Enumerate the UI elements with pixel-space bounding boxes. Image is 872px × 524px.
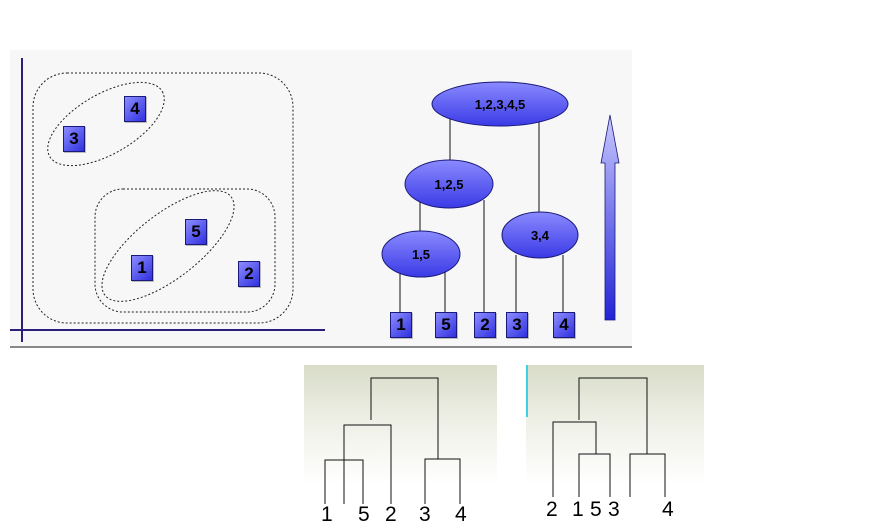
inner-cluster-outline: [94, 188, 276, 313]
dendrogram-variant-a: 1 5 2 3 4: [304, 365, 497, 524]
dendrogram-lines: [399, 118, 564, 313]
scatter-point-4: 4: [124, 96, 146, 122]
panel-b-edge-mark: [526, 365, 528, 417]
merge-direction-arrow: [600, 114, 620, 321]
cluster-1-5-outline: [101, 190, 235, 302]
node-1-5: [381, 230, 461, 278]
leaf-label-a-2: 5: [358, 503, 370, 524]
leaf-label-b-3: 5: [590, 498, 602, 521]
leaf-4: 4: [553, 312, 575, 338]
scatter-point-3: 3: [63, 126, 85, 152]
leaf-3: 3: [506, 312, 528, 338]
leaf-label-a-4: 3: [419, 503, 431, 524]
node-1-2-5-label: 1,2,5: [435, 177, 464, 192]
outer-cluster-outline: [32, 72, 294, 324]
node-1-2-5: [404, 159, 494, 209]
node-root-label: 1,2,3,4,5: [475, 97, 526, 112]
scatter-point-5: 5: [185, 219, 207, 245]
node-1-5-label: 1,5: [412, 247, 430, 262]
scatter-point-2: 2: [238, 261, 260, 287]
node-3-4-label: 3,4: [531, 228, 550, 243]
leaf-label-a-1: 1: [321, 503, 333, 524]
node-root: [431, 81, 569, 127]
leaf-label-b-2: 1: [572, 498, 584, 521]
leaf-label-b-4: 3: [608, 498, 620, 521]
leaf-1: 1: [390, 312, 412, 338]
leaf-label-b-1: 2: [546, 498, 558, 521]
scatter-point-1: 1: [131, 255, 153, 281]
leaf-5: 5: [435, 312, 457, 338]
leaf-label-b-5: 4: [662, 498, 674, 521]
leaf-2: 2: [474, 312, 496, 338]
cluster-3-4-outline: [47, 81, 165, 167]
dendrogram-variant-b: 2 1 5 3 4: [526, 365, 704, 524]
leaf-label-a-3: 2: [385, 503, 397, 524]
leaf-label-a-5: 4: [455, 503, 467, 524]
node-3-4: [501, 211, 579, 259]
